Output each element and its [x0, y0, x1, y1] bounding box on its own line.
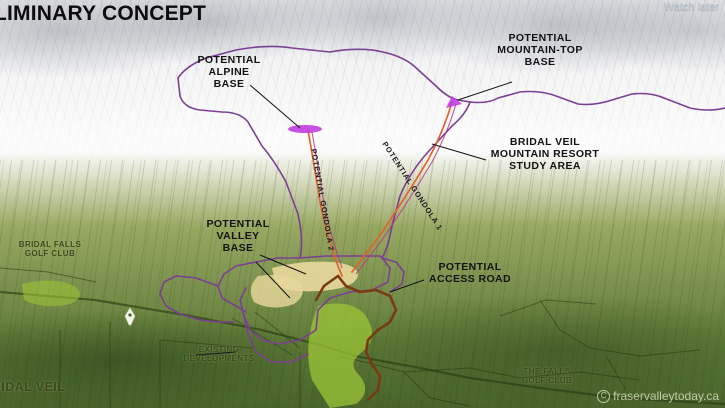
access-road-line	[336, 274, 398, 402]
valley-base-leader-2	[255, 261, 291, 299]
mountain-top-base-leader	[457, 81, 513, 101]
map-pin-icon	[124, 307, 136, 326]
valley-terrain	[0, 150, 725, 408]
green-park-polygon	[308, 303, 373, 408]
gondola-1-line	[351, 101, 453, 273]
watermark-text: fraservalleytoday.ca	[613, 389, 719, 403]
copyright-icon: C	[597, 389, 611, 403]
watch-later-button[interactable]: Watch later	[663, 1, 719, 13]
study-area-leader	[431, 143, 487, 161]
existing-dev-leader	[195, 351, 237, 356]
alpine-base-marker	[288, 125, 322, 133]
watermark: C fraservalleytoday.ca	[597, 389, 719, 403]
valley-texture	[0, 160, 725, 408]
valley-base-leader	[259, 254, 307, 275]
study-area-boundary-north	[177, 45, 373, 79]
alpine-base-leader	[249, 84, 301, 129]
page-title: LIMINARY CONCEPT	[0, 2, 207, 25]
mountain-top-base-marker	[446, 96, 462, 108]
golf-course-polygon	[22, 280, 81, 307]
valley-base-pad-lower	[250, 274, 303, 308]
access-road-leader	[389, 279, 425, 293]
gondola-2-line	[307, 129, 343, 277]
